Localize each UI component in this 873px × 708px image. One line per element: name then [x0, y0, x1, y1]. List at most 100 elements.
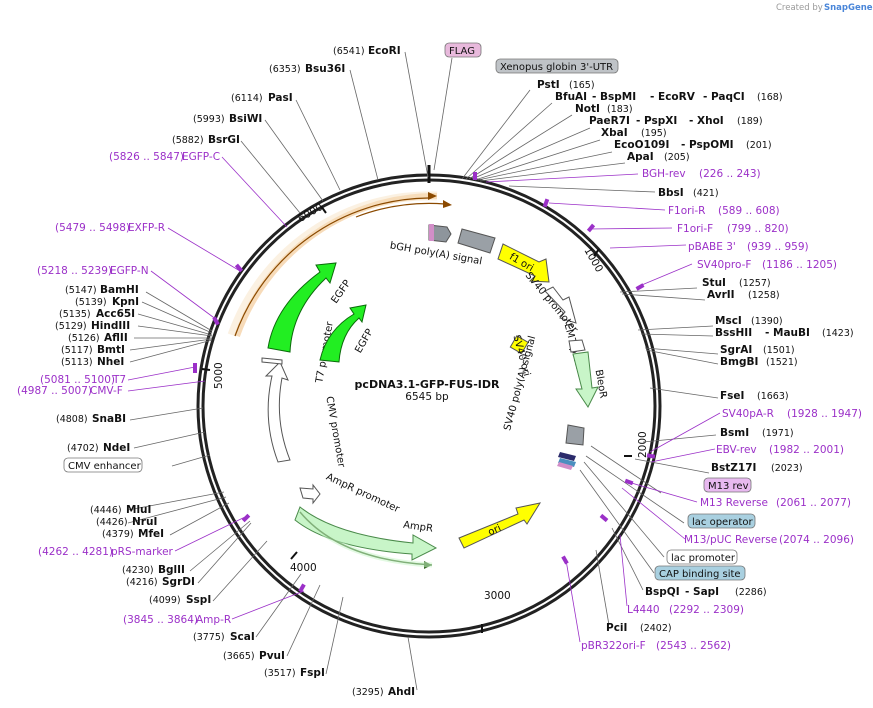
site-scai[interactable]: ScaI — [230, 631, 255, 643]
primer-sv40pro-range: (1186 .. 1205) — [762, 259, 837, 271]
box-cmv-enhancer[interactable] — [63, 457, 143, 473]
box-flag[interactable] — [444, 42, 482, 58]
primer-exfpr[interactable]: EXFP-R — [128, 222, 165, 234]
site-ecorv[interactable]: - EcoRV — [650, 91, 696, 103]
primer-sv40pro[interactable]: SV40pro-F — [697, 259, 751, 271]
site-bsrgi[interactable]: BsrGI — [208, 134, 240, 146]
site-xbai[interactable]: XbaI — [601, 127, 628, 139]
primer-egfpn[interactable]: EGFP-N — [110, 265, 149, 277]
site-bstz17i[interactable]: BstZ17I — [711, 462, 756, 474]
site-paer7i[interactable]: PaeR7I — [589, 115, 630, 127]
site-sgrai[interactable]: SgrAI — [720, 344, 752, 356]
site-pvui[interactable]: PvuI — [259, 650, 285, 662]
site-hindiii[interactable]: HindIII — [91, 320, 130, 332]
primer-pbabe[interactable]: pBABE 3' — [688, 241, 736, 253]
site-eco0109i[interactable]: EcoO109I — [614, 139, 669, 151]
feature-cmv-label: CMV promoter — [323, 395, 346, 469]
site-stui[interactable]: StuI — [702, 277, 726, 289]
site-paqci[interactable]: - PaqCI — [703, 91, 745, 103]
primer-egfpc[interactable]: EGFP-C — [182, 151, 220, 163]
site-mlui-pos: (4446) — [90, 505, 122, 516]
box-m13rev[interactable] — [703, 477, 752, 493]
primer-mark-l4440 — [599, 513, 609, 523]
primer-sv40par-range: (1928 .. 1947) — [787, 408, 862, 420]
site-bbsi[interactable]: BbsI — [658, 187, 684, 199]
site-bsmi-pos: (1971) — [762, 428, 794, 439]
site-fspi[interactable]: FspI — [300, 667, 325, 679]
primer-ampr[interactable]: Amp-R — [196, 614, 231, 626]
site-scai-pos: (3775) — [193, 632, 225, 643]
primer-mark-pbr — [561, 555, 569, 565]
box-cap-binding-site[interactable] — [654, 565, 746, 581]
site-hindiii-pos: (5129) — [55, 321, 87, 332]
site-ahdi[interactable]: AhdI — [388, 686, 415, 698]
site-mfei[interactable]: MfeI — [138, 528, 164, 540]
site-mlui[interactable]: MluI — [126, 504, 151, 516]
site-ecori-pos: (6541) — [333, 46, 365, 57]
site-bglii[interactable]: BglII — [158, 564, 185, 576]
box-lac-operator[interactable] — [687, 513, 756, 529]
site-noti[interactable]: NotI — [575, 103, 600, 115]
site-pasi[interactable]: PasI — [268, 92, 293, 104]
feature-ampr-label: AmpR — [402, 520, 433, 535]
primer-pbr322orif[interactable]: pBR322ori-F — [581, 640, 646, 652]
primer-sv40par[interactable]: SV40pA-R — [722, 408, 774, 420]
site-bmgbi[interactable]: BmgBI — [720, 356, 758, 368]
site-sapi[interactable]: - SapI — [685, 586, 719, 598]
site-nrui-pos: (4426) — [96, 517, 128, 528]
primer-prs[interactable]: pRS-marker — [111, 546, 174, 558]
site-pspxi[interactable]: - PspXI — [636, 115, 677, 127]
primer-t7-range: (5081 .. 5100) — [40, 374, 115, 386]
site-acc65i[interactable]: Acc65I — [96, 308, 135, 320]
site-pcii[interactable]: PciI — [606, 622, 627, 634]
site-bsiwi[interactable]: BsiWI — [229, 113, 262, 125]
site-fsei[interactable]: FseI — [720, 390, 744, 402]
primer-m13reverse[interactable]: M13 Reverse — [700, 497, 768, 509]
feature-lac-bit-2 — [558, 458, 576, 467]
site-bspqi[interactable]: BspQI — [645, 586, 680, 598]
box-lac-promoter[interactable] — [666, 549, 738, 565]
site-bamhi[interactable]: BamHI — [100, 284, 139, 296]
brand-snapgene: SnapGene — [824, 3, 873, 13]
site-msci[interactable]: MscI — [715, 315, 742, 327]
site-snabi[interactable]: SnaBI — [92, 413, 126, 425]
site-bmti[interactable]: BmtI — [97, 344, 125, 356]
site-bsshii[interactable]: BssHII — [715, 327, 752, 339]
box-xenopus[interactable] — [495, 58, 619, 74]
site-ecori[interactable]: EcoRI — [368, 45, 401, 57]
site-aflii[interactable]: AflII — [104, 332, 128, 344]
site-apai[interactable]: ApaI — [627, 151, 654, 163]
site-xhoi[interactable]: - XhoI — [689, 115, 724, 127]
site-kpni[interactable]: KpnI — [112, 296, 139, 308]
leader-lines-right-primers — [485, 173, 721, 643]
primer-ebvrev[interactable]: EBV-rev — [716, 444, 757, 456]
site-pspomi[interactable]: - PspOMI — [681, 139, 734, 151]
primer-f1orif[interactable]: F1ori-F — [677, 223, 713, 235]
primer-cmvf[interactable]: CMV-F — [90, 385, 123, 397]
site-sspi[interactable]: SspI — [186, 594, 211, 606]
site-nhei[interactable]: NheI — [97, 356, 124, 368]
site-psti[interactable]: PstI — [537, 79, 560, 91]
site-bfuai[interactable]: BfuAI — [555, 91, 587, 103]
site-nrui[interactable]: NruI — [132, 516, 157, 528]
site-sgrdi[interactable]: SgrDI — [162, 576, 195, 588]
site-noti-pos: (183) — [607, 104, 633, 115]
tick-4000: 4000 — [290, 562, 317, 574]
site-sgrdi-pos: (4216) — [126, 577, 158, 588]
site-avrii[interactable]: AvrII — [707, 289, 735, 301]
site-bspmi[interactable]: - BspMI — [592, 91, 636, 103]
site-maubi[interactable]: - MauBI — [765, 327, 810, 339]
site-bsu36i[interactable]: Bsu36I — [305, 63, 345, 75]
primer-m13puc[interactable]: M13/pUC Reverse — [684, 534, 777, 546]
site-acc65i-pos: (5135) — [59, 309, 91, 320]
site-bsmi[interactable]: BsmI — [720, 427, 749, 439]
brand-created-by: Created by — [776, 3, 823, 13]
feature-egfp-2-label: EGFP — [353, 327, 375, 355]
primer-l4440[interactable]: L4440 — [627, 604, 660, 616]
primer-t7[interactable]: T7 — [112, 374, 126, 386]
box-lac-promoter-label: lac promoter — [671, 553, 736, 564]
site-ndei[interactable]: NdeI — [103, 442, 130, 454]
primer-bghrev[interactable]: BGH-rev — [642, 168, 686, 180]
primer-f1orir[interactable]: F1ori-R — [668, 205, 705, 217]
